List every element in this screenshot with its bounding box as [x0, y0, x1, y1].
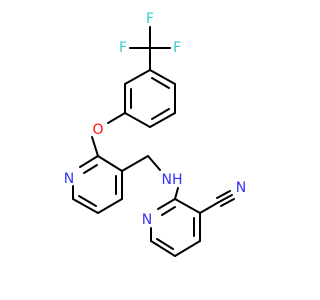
pyridine-1-nitrogen-label: N [64, 171, 74, 187]
bond-pyr1-3 [97, 198, 123, 214]
bond-pyr2-inner-2 [156, 238, 174, 250]
bond-pyr1-6 [79, 155, 99, 168]
bond-benzene-6 [124, 69, 151, 85]
bond-pyr2-inner-3 [161, 206, 176, 216]
bond-pyr2-6 [157, 198, 176, 210]
molecule-structure-diagram: F F F O N NH N N [64, 11, 246, 257]
bond-benzene-inner-2 [151, 108, 170, 120]
pyridine-2-nitrogen-label: N [142, 212, 152, 228]
bond-nitrile-triple-3 [220, 198, 235, 207]
bond-benzene-inner-1 [151, 77, 170, 89]
amine-nh-label: NH [162, 172, 183, 188]
bond-ring-nitrile-c [199, 201, 220, 214]
bond-pyr1-ch2 [121, 155, 149, 172]
bond-pyr2-4 [150, 240, 176, 257]
bond-pyr1-1 [97, 155, 123, 172]
bond-pyr1-inner-3 [83, 164, 98, 174]
bond-ch2-nh [147, 155, 161, 171]
atom-labels: F F F O N NH N N [64, 11, 246, 228]
nitrile-nitrogen-label: N [236, 180, 246, 196]
fluorine-right-label: F [173, 40, 181, 56]
bond-benzene-1 [149, 69, 176, 85]
ether-oxygen-label: O [92, 122, 103, 138]
bond-pyr1-4 [72, 198, 99, 214]
bond-nitrile-triple-1 [218, 194, 233, 203]
bond-pyr2-1 [174, 198, 201, 214]
bond-lines [72, 26, 235, 257]
fluorine-top-label: F [146, 11, 154, 27]
bond-nitrile-triple-2 [216, 190, 231, 199]
fluorine-left-label: F [119, 40, 127, 56]
bond-nh-pyridine2 [174, 187, 179, 200]
bond-benzene-3 [149, 112, 176, 128]
bond-pyr2-3 [174, 240, 201, 257]
bond-o-pyridine [91, 136, 99, 157]
bond-benzene-o [107, 112, 126, 124]
bond-pyr1-inner-2 [78, 195, 97, 207]
bond-benzene-4 [124, 112, 151, 128]
